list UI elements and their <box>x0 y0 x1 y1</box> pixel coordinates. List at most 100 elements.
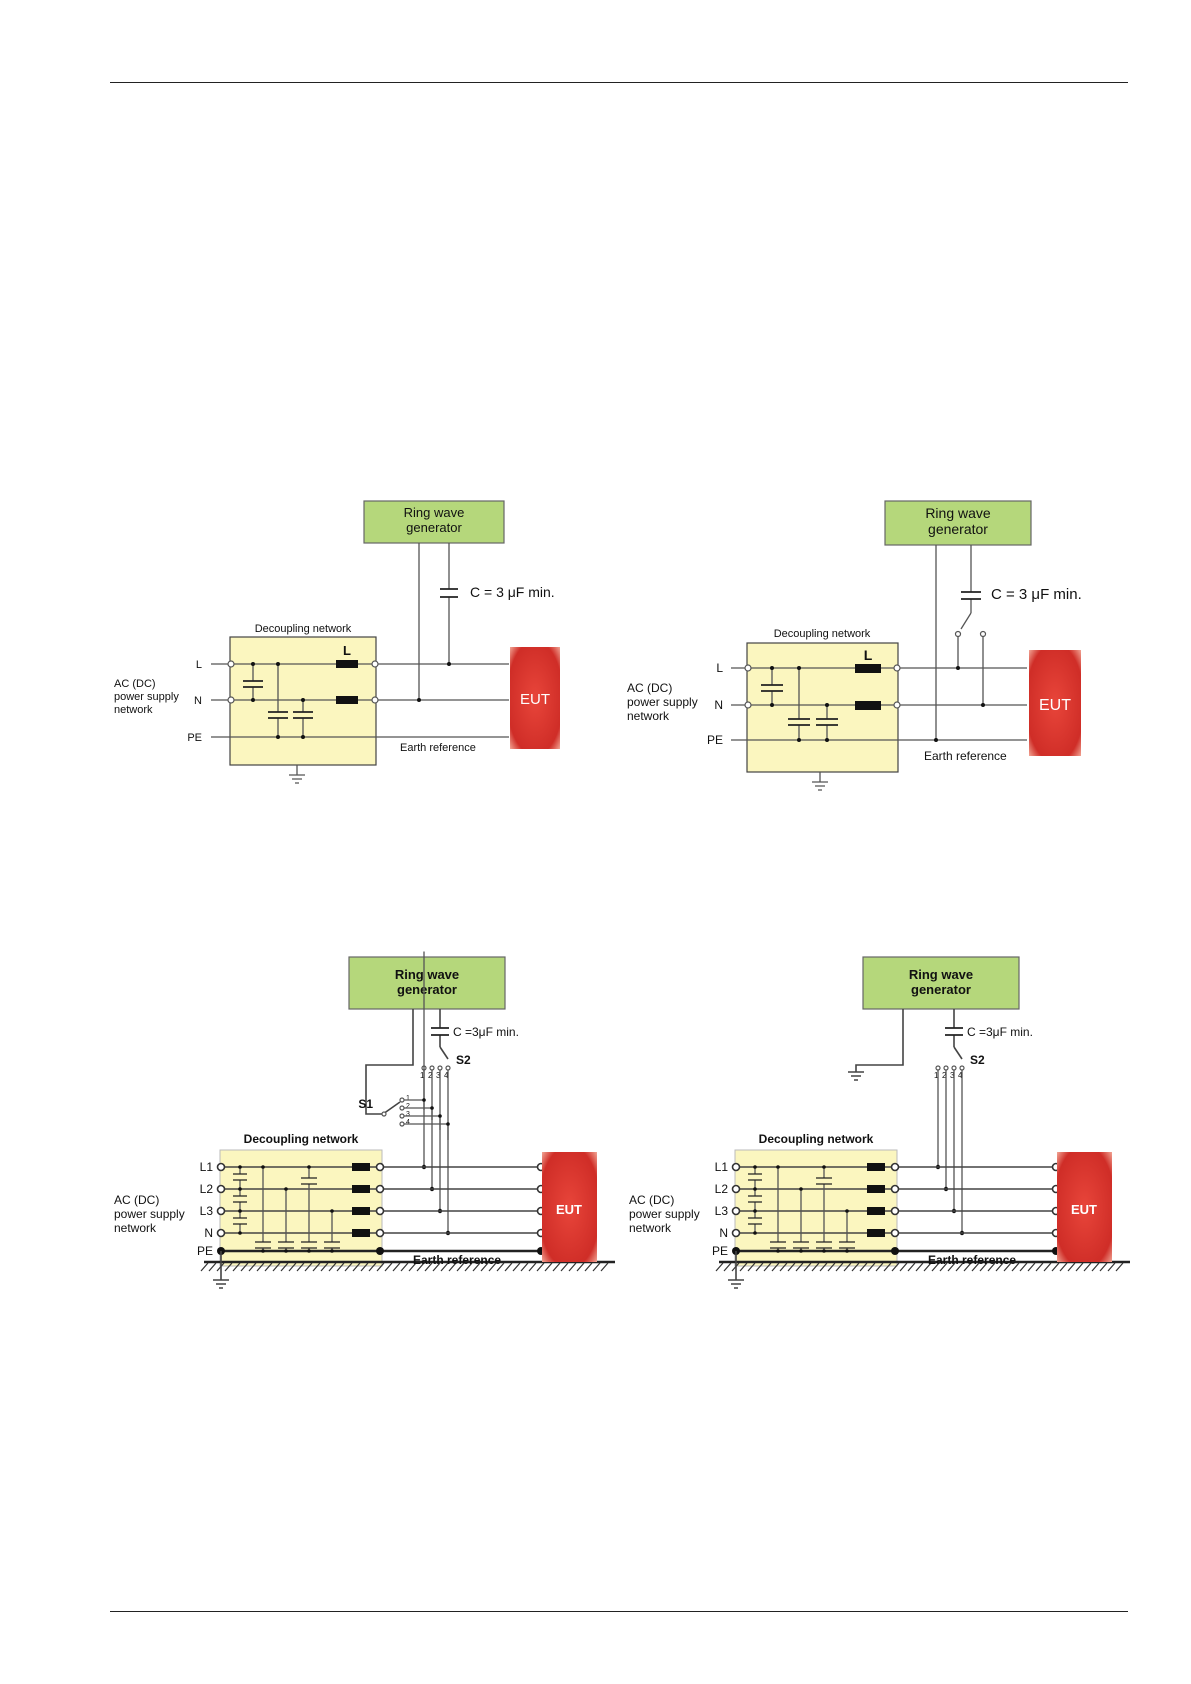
inductor-n <box>867 1229 885 1237</box>
supply-label-line1: AC (DC) <box>114 678 156 690</box>
supply-label-line2: power supply <box>114 691 179 703</box>
line-label-l1: L1 <box>715 1160 729 1174</box>
line-label-l: L <box>716 661 723 675</box>
decoupling-network-label: Decoupling network <box>759 1132 874 1146</box>
line-label-l: L <box>196 659 202 671</box>
s2-pos-2: 2 <box>942 1071 947 1080</box>
switch-s2-label: S2 <box>970 1053 985 1067</box>
eut-label: EUT <box>1071 1202 1097 1217</box>
s2-pos-4: 4 <box>958 1071 963 1080</box>
switch-s2-label: S2 <box>456 1053 471 1067</box>
diagram-three-phase-line-to-earth: Ring wave generator C =3μF min. S2 1 2 3… <box>629 956 1130 1289</box>
supply-label-line1: AC (DC) <box>629 1193 674 1207</box>
capacitor-label: C = 3 μF min. <box>991 586 1082 603</box>
generator-lead-s1 <box>365 1009 414 1115</box>
s1-pos-3: 3 <box>406 1111 410 1118</box>
line-label-n: N <box>204 1226 213 1240</box>
eut-box <box>510 647 560 749</box>
decoupling-capacitors <box>233 1165 340 1253</box>
switch-s1-label: S1 <box>358 1097 373 1111</box>
generator-label-line2: generator <box>397 982 457 997</box>
generator-label-line2: generator <box>406 520 462 535</box>
supply-label-line2: power supply <box>629 1207 700 1221</box>
s1-pos-1: 1 <box>406 1095 410 1102</box>
earth-reference-label: Earth reference <box>928 1253 1016 1267</box>
generator-label-line1: Ring wave <box>909 967 973 982</box>
line-label-l2: L2 <box>200 1182 214 1196</box>
header-rule <box>110 82 1128 83</box>
generator-lead-ground <box>855 1009 904 1072</box>
decoupling-network-label: Decoupling network <box>255 623 352 635</box>
eut-box <box>1029 650 1081 756</box>
eut-label: EUT <box>1039 697 1071 714</box>
eut-box <box>1057 1152 1112 1262</box>
capacitor-label: C =3μF min. <box>453 1025 519 1039</box>
switch <box>960 612 972 630</box>
s2-pos-3: 3 <box>436 1071 441 1080</box>
inductor-n <box>336 696 358 704</box>
supply-label-line2: power supply <box>627 695 698 709</box>
inductor-l2 <box>867 1185 885 1193</box>
s2-pos-2: 2 <box>428 1071 433 1080</box>
s1-pos-2: 2 <box>406 1103 410 1110</box>
earth-hatching <box>715 1262 1124 1272</box>
inductor-n <box>855 701 881 710</box>
supply-label-line1: AC (DC) <box>114 1193 159 1207</box>
line-label-l3: L3 <box>715 1204 729 1218</box>
earth-hatching <box>200 1262 609 1272</box>
ring-wave-generator <box>348 956 506 1010</box>
switch-s2 <box>439 1046 449 1060</box>
eut-label: EUT <box>556 1202 582 1217</box>
line-label-n: N <box>719 1226 728 1240</box>
line-label-pe: PE <box>187 732 202 744</box>
ground-icon <box>812 772 828 791</box>
inductor-n <box>352 1229 370 1237</box>
ring-wave-generator <box>862 956 1020 1010</box>
inductor-label: L <box>343 643 351 658</box>
ground-icon <box>289 765 305 784</box>
inductor-l <box>336 660 358 668</box>
capacitor-label: C = 3 μF min. <box>470 584 555 600</box>
switch-s2 <box>953 1046 963 1060</box>
inductor-l <box>855 664 881 673</box>
generator-label-line1: Ring wave <box>395 967 459 982</box>
inductor-l1 <box>352 1163 370 1171</box>
supply-label-line3: network <box>627 709 670 723</box>
generator-label-line2: generator <box>911 982 971 997</box>
decoupling-capacitors <box>748 1165 855 1253</box>
ring-wave-generator <box>884 500 1032 546</box>
line-label-l2: L2 <box>715 1182 729 1196</box>
s2-pos-4: 4 <box>444 1071 449 1080</box>
diagram-three-phase-line-to-line: Ring wave generator S1 1 2 3 4 C =3μF mi… <box>114 951 615 1289</box>
supply-label-line2: power supply <box>114 1207 185 1221</box>
ring-wave-generator <box>363 500 505 544</box>
diagram-single-phase-line-to-line: Ring wave generator C = 3 μF min. Decoup… <box>114 500 560 784</box>
earth-reference-label: Earth reference <box>413 1253 501 1267</box>
inductor-l3 <box>867 1207 885 1215</box>
generator-label-line2: generator <box>928 521 988 537</box>
line-label-l1: L1 <box>200 1160 214 1174</box>
capacitor-label: C =3μF min. <box>967 1025 1033 1039</box>
ground-icon-generator <box>848 1071 864 1081</box>
supply-label-line1: AC (DC) <box>627 681 672 695</box>
s1-pos-4: 4 <box>406 1119 410 1126</box>
inductor-l2 <box>352 1185 370 1193</box>
inductor-l3 <box>352 1207 370 1215</box>
supply-label-line3: network <box>114 1221 157 1235</box>
generator-label-line1: Ring wave <box>404 505 465 520</box>
generator-label-line1: Ring wave <box>925 505 991 521</box>
supply-label-line3: network <box>114 704 153 716</box>
line-label-n: N <box>714 698 723 712</box>
decoupling-network-label: Decoupling network <box>774 628 871 640</box>
s2-pos-1: 1 <box>420 1071 425 1080</box>
footer-rule <box>110 1611 1128 1612</box>
line-label-pe: PE <box>712 1244 728 1258</box>
earth-reference-label: Earth reference <box>924 749 1007 763</box>
eut-box <box>542 1152 597 1262</box>
diagram-single-phase-line-to-earth: Ring wave generator C = 3 μF min. Decoup… <box>627 500 1082 791</box>
line-label-pe: PE <box>707 733 723 747</box>
ground-icon <box>728 1251 744 1289</box>
s2-pos-3: 3 <box>950 1071 955 1080</box>
s2-pos-1: 1 <box>934 1071 939 1080</box>
supply-label-line3: network <box>629 1221 672 1235</box>
